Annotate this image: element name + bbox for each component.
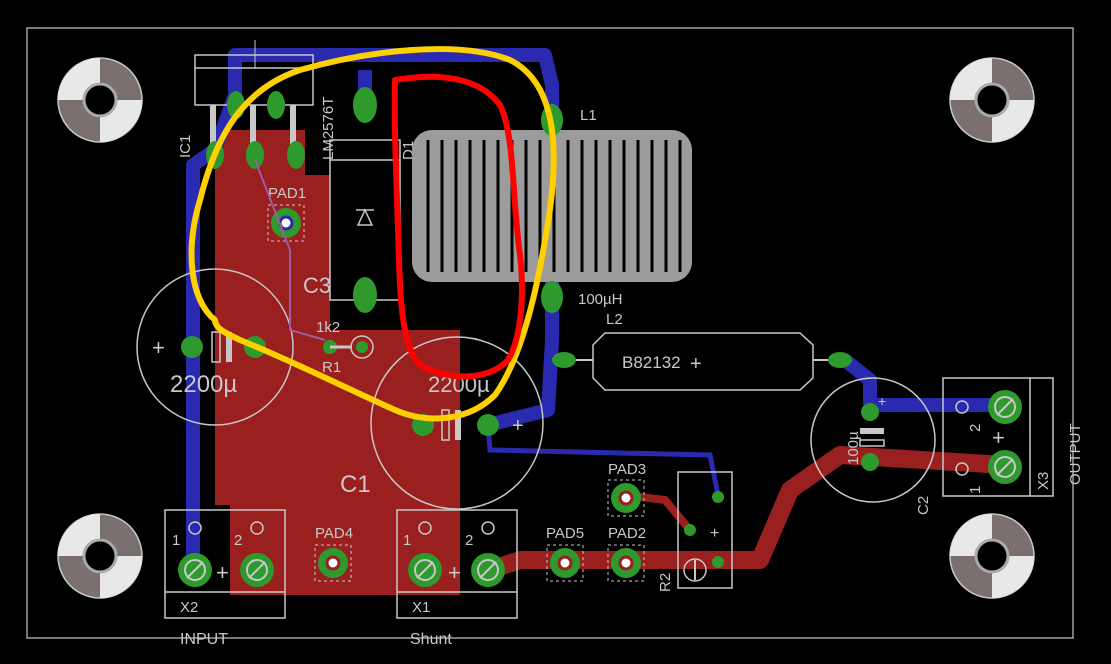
c3-capacitor: + C3 2200µ	[136, 268, 331, 426]
l2-plus-sign: +	[690, 353, 702, 375]
l2-inductor: L2 B82132 +	[552, 311, 852, 391]
l2-value-label: B82132	[622, 353, 681, 372]
x2-input-terminal: + 1 2 X2 INPUT	[164, 509, 286, 648]
d1-diode: D1	[329, 87, 417, 313]
ic1-value-label: LM2576T	[320, 97, 337, 160]
bottom-copper-pour	[215, 130, 460, 595]
c3-ref-label: C3	[303, 273, 331, 298]
x2-plus-sign: +	[216, 560, 229, 585]
annotation-red-loop	[391, 73, 525, 380]
mounting-hole-bottom-left	[57, 513, 143, 599]
pad5: PAD5	[546, 525, 584, 582]
pad4: PAD4	[314, 525, 353, 582]
r2-ref-label: R2	[657, 573, 674, 592]
c2-value-label: 100µ	[845, 431, 862, 465]
l1-value-label: 100µH	[578, 291, 623, 308]
x1-shunt-terminal: + 1 2 X1 Shunt	[396, 509, 518, 648]
r2-plus-sign: +	[710, 525, 719, 542]
board-outline	[26, 27, 1074, 639]
airwire	[254, 159, 326, 341]
pad2: PAD2	[607, 525, 646, 582]
c2-plus-sign: +	[878, 393, 886, 409]
x3-ref-label: X3	[1035, 472, 1052, 490]
x3-pin1-label: 1	[967, 486, 984, 494]
x1-name-label: Shunt	[410, 631, 452, 648]
pad3: PAD3	[607, 461, 646, 517]
x3-output-terminal: + 2 1 X3 OUTPUT	[942, 377, 1084, 497]
c1-ref-label: C1	[340, 471, 371, 498]
top-copper-trace-thin	[485, 424, 721, 496]
bottom-copper-trace	[487, 446, 1006, 579]
r2-trimmer: + R2	[657, 471, 733, 592]
pad1: PAD1	[267, 185, 306, 242]
pad1-label: PAD1	[268, 185, 306, 202]
x2-pin2-label: 2	[234, 532, 242, 549]
l2-ref-label: L2	[606, 311, 623, 328]
pad3-label: PAD3	[608, 461, 646, 478]
x2-pin1-label: 1	[172, 532, 180, 549]
r1-value-label: 1k2	[316, 319, 340, 336]
pad5-label: PAD5	[546, 525, 584, 542]
r1-resistor: 1k2 R1	[316, 319, 374, 376]
x2-ref-label: X2	[180, 599, 198, 616]
x2-name-label: INPUT	[180, 631, 228, 648]
ic1-ref-label: IC1	[177, 135, 194, 158]
c3-plus-sign: +	[152, 335, 165, 360]
x3-pin2-label: 2	[967, 424, 984, 432]
mounting-hole-top-left	[57, 57, 143, 143]
c3-value-label: 2200µ	[170, 371, 237, 398]
x3-name-label: OUTPUT	[1067, 423, 1084, 485]
pad4-label: PAD4	[315, 525, 353, 542]
pad2-label: PAD2	[608, 525, 646, 542]
c2-capacitor: + 100µ C2	[810, 377, 936, 515]
c2-ref-label: C2	[915, 496, 932, 515]
x1-pin2-label: 2	[465, 532, 473, 549]
x3-plus-sign: +	[992, 425, 1005, 450]
x1-plus-sign: +	[448, 560, 461, 585]
mounting-hole-top-right	[949, 57, 1035, 143]
x1-pin1-label: 1	[403, 532, 411, 549]
x1-ref-label: X1	[412, 599, 430, 616]
r1-ref-label: R1	[322, 359, 341, 376]
l1-ref-label: L1	[580, 107, 597, 124]
c1-plus-sign: +	[512, 415, 524, 437]
mounting-hole-bottom-right	[949, 513, 1035, 599]
annotation-yellow-loop	[188, 46, 557, 422]
